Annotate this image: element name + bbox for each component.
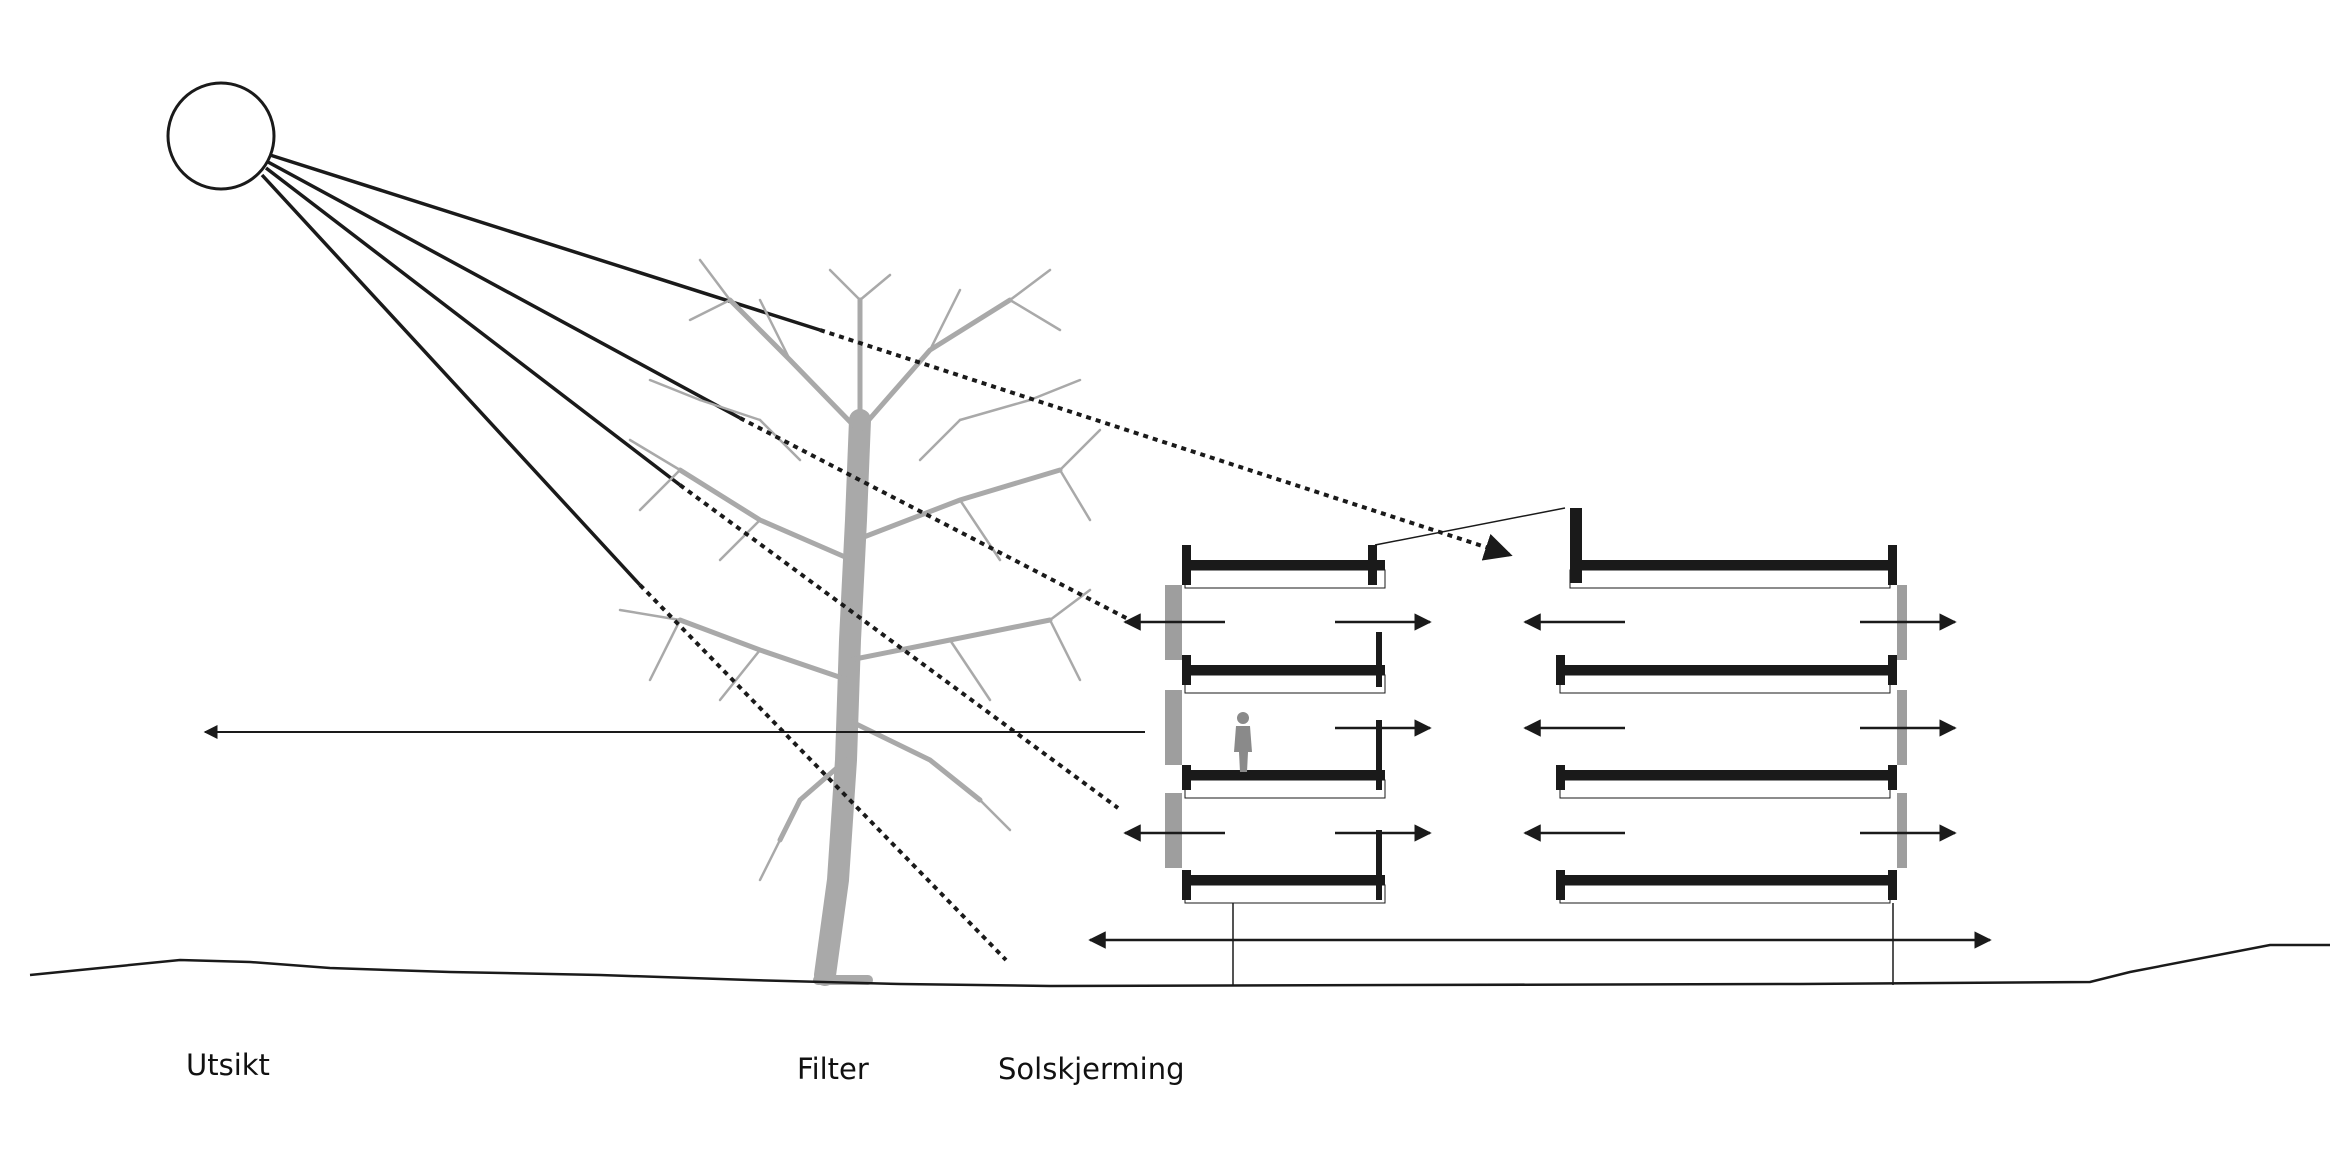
- label-filter: Filter: [797, 1052, 869, 1086]
- building-left: [1165, 545, 1386, 985]
- sun-icon: [166, 81, 276, 191]
- filtered-ray-1: [819, 328, 1513, 561]
- shade-panel: [1165, 690, 1182, 765]
- sun-ray-1: [269, 153, 821, 332]
- tree-icon: [618, 258, 1102, 986]
- label-shading: Solskjerming: [998, 1052, 1185, 1086]
- building-right: [1556, 508, 1907, 985]
- sun-ray-4: [260, 173, 642, 587]
- filtered-ray-2: [739, 416, 1131, 622]
- shade-panel: [1165, 793, 1182, 868]
- filtered-ray-3: [678, 483, 1120, 810]
- label-view: Utsikt: [186, 1048, 270, 1082]
- sun-ray-3: [264, 166, 682, 487]
- sun-ray-2: [267, 160, 741, 420]
- arrow-icon: [1123, 613, 1957, 842]
- tree-trunk: [814, 409, 871, 986]
- sun-rays: [260, 153, 821, 587]
- shade-panel: [1897, 793, 1907, 868]
- reflection-line: [1374, 507, 1566, 546]
- person-icon: [1234, 712, 1252, 772]
- filtered-ray-4: [638, 583, 1008, 962]
- ground-line: [29, 943, 2330, 988]
- filtered-rays: [638, 328, 1513, 962]
